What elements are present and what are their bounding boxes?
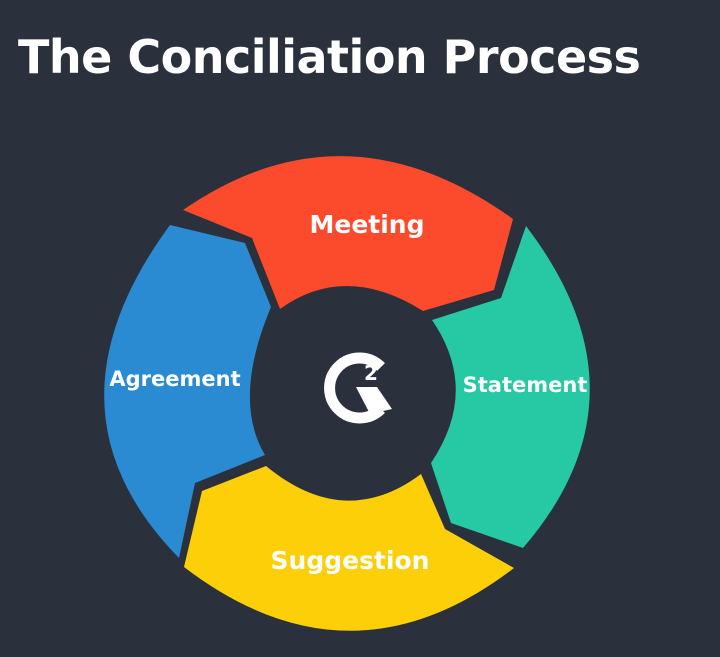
page-title: The Conciliation Process bbox=[18, 30, 641, 84]
segment-meeting bbox=[183, 156, 513, 311]
label-suggestion: Suggestion bbox=[271, 546, 430, 575]
label-meeting: Meeting bbox=[309, 210, 424, 239]
label-agreement: Agreement bbox=[109, 367, 240, 391]
segment-statement bbox=[431, 226, 590, 548]
center-hub bbox=[251, 287, 451, 487]
segment-suggestion bbox=[184, 466, 514, 631]
label-statement: Statement bbox=[463, 373, 588, 397]
segment-agreement bbox=[104, 225, 271, 558]
g2-logo-icon: 2 bbox=[324, 352, 392, 424]
g2-superscript: 2 bbox=[364, 361, 378, 385]
